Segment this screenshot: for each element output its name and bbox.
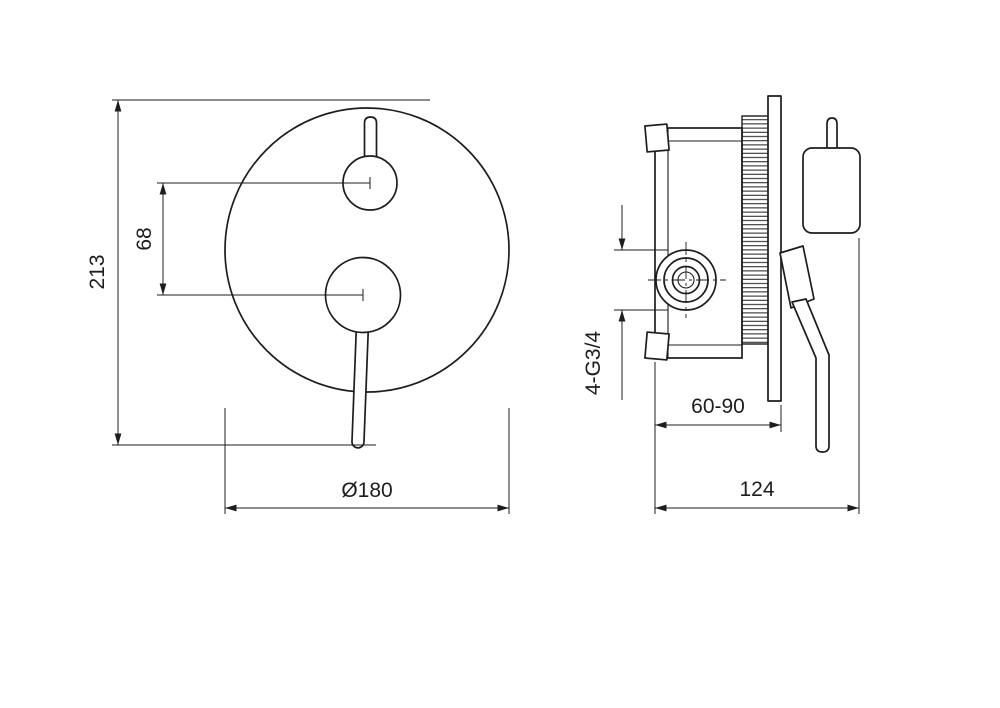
dim-spacing-label: 68 (133, 227, 156, 250)
wall-plate-edge (767, 95, 782, 402)
dim-thread-label: 4-G3/4 (582, 331, 605, 396)
temp-handle-stem-side (826, 117, 838, 153)
temp-handle-stem (363, 116, 378, 161)
side-view-dimensions: 4-G3/4 60-90 124 (582, 205, 860, 514)
front-view-dimensions: 213 68 Ø180 (86, 99, 510, 514)
threaded-collar-hatch (741, 115, 770, 345)
front-view (224, 107, 510, 449)
temp-handle-body-side (802, 147, 861, 234)
faceplate-circle (224, 107, 510, 393)
dim-diameter-label: Ø180 (341, 479, 392, 502)
dim-total-label: 124 (739, 478, 774, 501)
mounting-tab-bottom (644, 331, 670, 361)
volume-lever-side (791, 298, 830, 453)
side-view (644, 95, 861, 453)
lever-pivot-body (779, 245, 815, 309)
dim-depth-label: 60-90 (691, 395, 745, 418)
mounting-tab-top (644, 123, 670, 153)
dim-height-label: 213 (86, 254, 109, 289)
